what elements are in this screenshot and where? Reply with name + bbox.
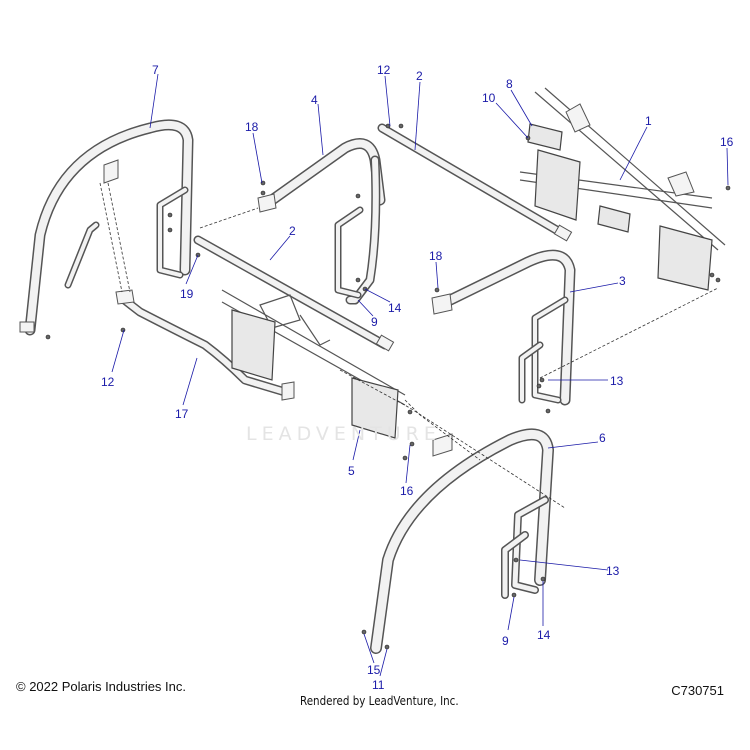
assembly-lines (99, 182, 719, 509)
panel-plate-right (351, 377, 399, 439)
callout-14: 14 (388, 301, 402, 315)
rendered-by-text: Rendered by LeadVenture, Inc. (300, 694, 459, 708)
callout-13: 13 (606, 564, 620, 578)
watermark: LEADVENTURE (246, 423, 441, 445)
callout-2: 2 (289, 224, 296, 238)
callout-19: 19 (180, 287, 194, 301)
panel-plate-left (231, 309, 276, 381)
copyright-text: © 2022 Polaris Industries Inc. (16, 679, 186, 694)
callout-18: 18 (429, 249, 443, 263)
callout-4: 4 (311, 93, 318, 107)
callout-11: 11 (372, 678, 385, 692)
part-3-rear-hoop[interactable] (431, 249, 576, 406)
callout-labels: 7 4 12 2 8 10 1 16 18 18 2 3 19 14 9 12 … (101, 63, 734, 692)
callout-9: 9 (502, 634, 509, 648)
part-5-side-net-assembly[interactable] (221, 289, 406, 439)
callout-6: 6 (599, 431, 606, 445)
mount-foot (19, 321, 35, 333)
part-7-front-left-roll-bar[interactable] (19, 119, 194, 336)
callout-8: 8 (506, 77, 513, 91)
callout-3: 3 (619, 274, 626, 288)
part-2-rear-cross-tube[interactable] (377, 123, 573, 242)
callout-10: 10 (482, 91, 496, 105)
callout-16: 16 (720, 135, 734, 149)
callout-5: 5 (348, 464, 355, 478)
callout-7: 7 (152, 63, 159, 77)
callout-1: 1 (645, 114, 652, 128)
part-6-rear-hoop[interactable] (370, 428, 554, 654)
hardware (45, 123, 731, 650)
part-4-center-hoop[interactable] (257, 138, 386, 305)
callout-9: 9 (371, 315, 378, 329)
callout-17: 17 (175, 407, 189, 421)
panel-plate-upper (534, 149, 581, 221)
diagram-code: C730751 (671, 683, 724, 698)
callout-18: 18 (245, 120, 259, 134)
callout-leaders (111, 73, 729, 677)
callout-15: 15 (367, 663, 381, 677)
callout-12: 12 (101, 375, 115, 389)
part-17-lower-side-tube[interactable] (115, 289, 295, 401)
callout-12: 12 (377, 63, 391, 77)
callout-14: 14 (537, 628, 551, 642)
panel-plate-lower (657, 225, 713, 291)
part-1-side-net-assembly[interactable] (519, 87, 726, 291)
callout-16: 16 (400, 484, 414, 498)
callout-2: 2 (416, 69, 423, 83)
callout-13: 13 (610, 374, 624, 388)
part-2-lower-cross-tube[interactable] (193, 235, 395, 352)
